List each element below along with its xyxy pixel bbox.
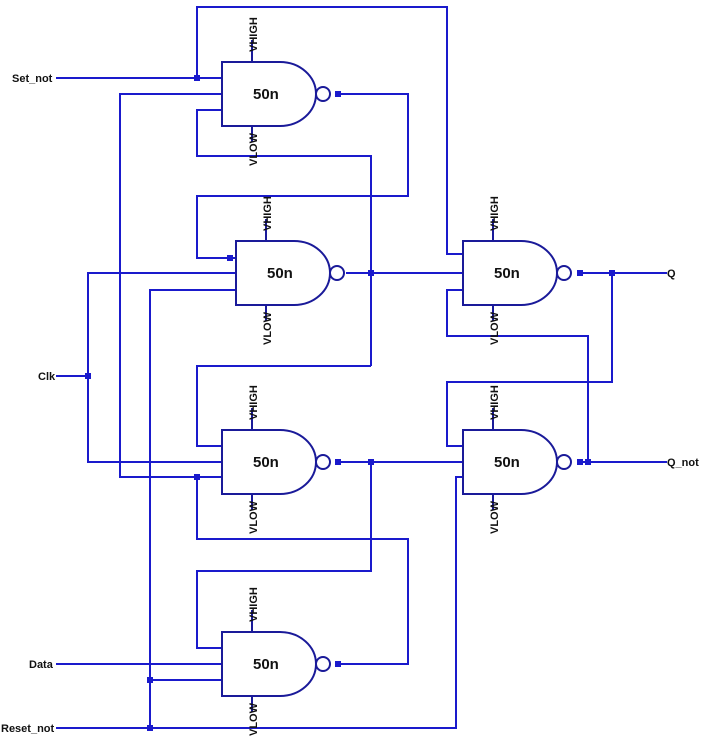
inverter-bubble <box>315 454 331 470</box>
wire-clk-bus <box>87 272 236 463</box>
port-label-q: Q <box>667 268 676 280</box>
wire-g3-to-g1-rail <box>119 93 222 478</box>
junction-dot <box>194 474 200 480</box>
junction-dot <box>577 459 583 465</box>
vhigh-label: VHIGH <box>262 196 274 231</box>
nand-gate-3: 50n VHIGH VLOW <box>221 385 331 534</box>
vhigh-label: VHIGH <box>489 385 501 420</box>
vlow-label: VLOW <box>489 500 501 534</box>
junction-dot <box>147 677 153 683</box>
wire-g1-in3 <box>196 109 372 366</box>
junction-dot <box>335 91 341 97</box>
junction-dot <box>609 270 615 276</box>
wire-q-feedback <box>446 273 613 447</box>
vhigh-label: VHIGH <box>248 587 260 622</box>
wire-g2-in3 <box>149 289 236 728</box>
vlow-label: VLOW <box>248 132 260 166</box>
nand-gate-6: 50n VHIGH VLOW <box>462 385 572 534</box>
port-labels: Set_not Clk Data Reset_not Q Q_not <box>1 73 699 735</box>
wire-g2-out-down <box>196 365 371 447</box>
gate-delay-label: 50n <box>253 454 279 471</box>
nand-gate-5: 50n VHIGH VLOW <box>462 196 572 345</box>
gate-delay-label: 50n <box>494 454 520 471</box>
inverter-bubble <box>556 454 572 470</box>
junction-dot <box>577 270 583 276</box>
nand-gate-2: 50n VHIGH VLOW <box>235 196 345 345</box>
gate-delay-label: 50n <box>253 656 279 673</box>
junction-dot <box>194 75 200 81</box>
junctions <box>85 75 615 731</box>
port-label-q-not: Q_not <box>667 457 699 469</box>
junction-dot <box>585 459 591 465</box>
junction-dot <box>85 373 91 379</box>
wire-g3-in3 <box>196 477 409 665</box>
wire-set-not-to-q-gate <box>196 6 463 255</box>
wires <box>56 6 667 729</box>
gate-delay-label: 50n <box>494 265 520 282</box>
vlow-label: VLOW <box>248 702 260 736</box>
junction-dot <box>368 459 374 465</box>
vlow-label: VLOW <box>248 500 260 534</box>
inverter-bubble <box>315 86 331 102</box>
wire-g5-in3 <box>446 289 589 462</box>
port-label-clk: Clk <box>38 371 56 383</box>
nand-gate-4: 50n VHIGH VLOW <box>221 587 331 736</box>
junction-dot <box>147 725 153 731</box>
wire-reset-not <box>56 476 463 729</box>
port-label-reset-not: Reset_not <box>1 723 55 735</box>
wire-g1-out-feedback <box>196 93 409 259</box>
junction-dot <box>368 270 374 276</box>
inverter-bubble <box>556 265 572 281</box>
port-label-data: Data <box>29 659 54 671</box>
gate-delay-label: 50n <box>267 265 293 282</box>
vlow-label: VLOW <box>489 311 501 345</box>
vhigh-label: VHIGH <box>489 196 501 231</box>
junction-dot <box>227 255 233 261</box>
wire-g3-out-down <box>196 462 372 649</box>
inverter-bubble <box>315 656 331 672</box>
nand-gate-1: 50n VHIGH VLOW <box>221 17 331 166</box>
gate-delay-label: 50n <box>253 86 279 103</box>
junction-dot <box>335 459 341 465</box>
inverter-bubble <box>329 265 345 281</box>
port-label-set-not: Set_not <box>12 73 53 85</box>
vlow-label: VLOW <box>262 311 274 345</box>
junction-dot <box>335 661 341 667</box>
vhigh-label: VHIGH <box>248 385 260 420</box>
vhigh-label: VHIGH <box>248 17 260 52</box>
